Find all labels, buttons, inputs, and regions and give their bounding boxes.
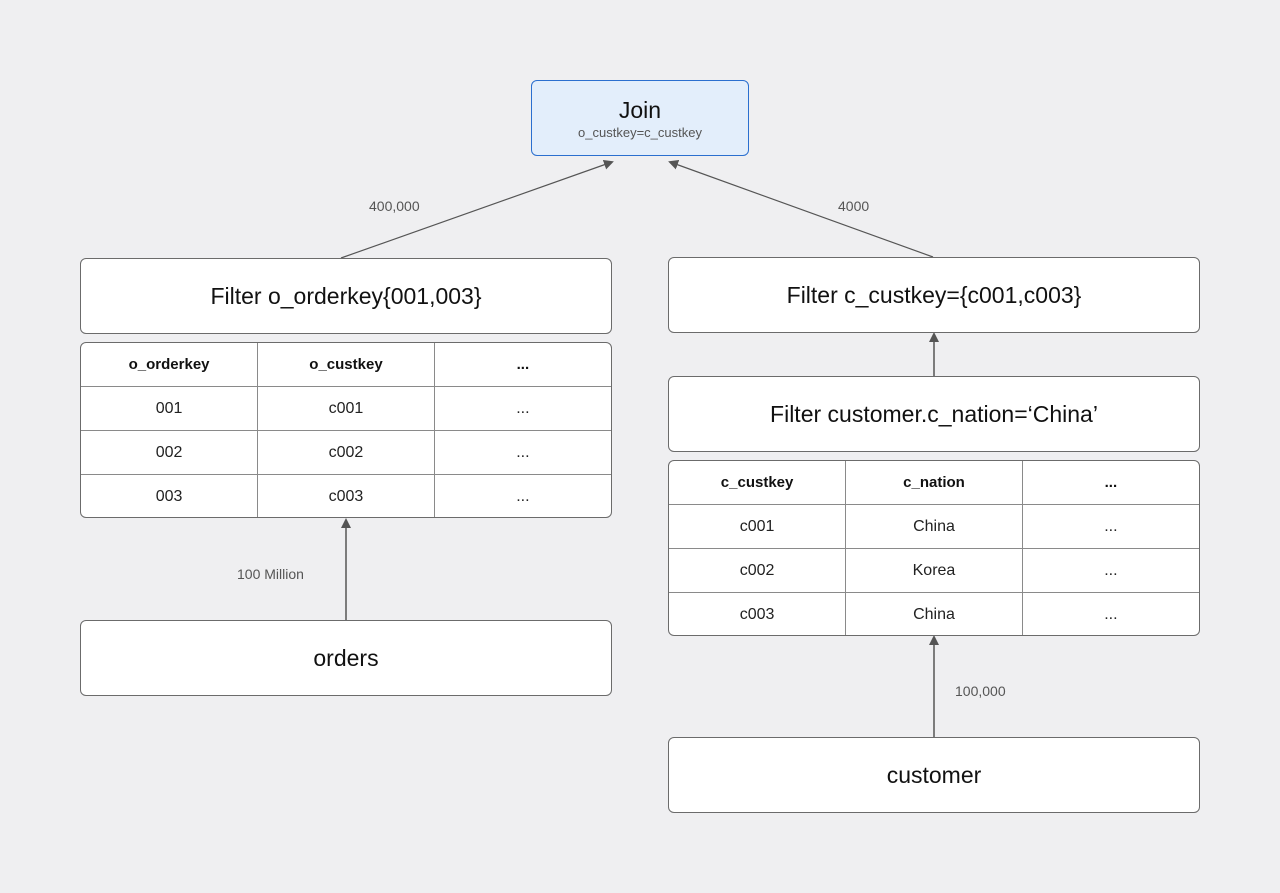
table-row: c003 China ... (669, 592, 1199, 635)
edge-right-filter-to-join (668, 160, 934, 258)
table-row: 003 c003 ... (81, 474, 611, 517)
orders-source-node[interactable]: orders (80, 620, 612, 696)
table-cell: c001 (257, 386, 435, 431)
table-cell: 002 (81, 430, 259, 475)
table-cell: c001 (669, 504, 847, 549)
table-cell: ... (434, 430, 611, 475)
table-cell: ... (1104, 605, 1118, 623)
customer-source-node[interactable]: customer (668, 737, 1200, 813)
edge-label-left-join: 400,000 (369, 198, 420, 214)
table-header-cell: ... (1022, 461, 1199, 505)
table-cell: c003 (669, 592, 847, 635)
edge-label-right-join: 4000 (838, 198, 870, 214)
table-header-cell: ... (434, 343, 611, 387)
table-cell: Korea (845, 548, 1023, 593)
table-header-row: c_custkey c_nation ... (669, 461, 1199, 505)
table-cell: China (845, 592, 1023, 635)
table-cell: ... (1022, 548, 1199, 593)
table-header-row: o_orderkey o_custkey ... (81, 343, 611, 387)
customer-table: c_custkey c_nation ... c001 China ... c0… (668, 460, 1200, 636)
table-row: c002 Korea ... (669, 548, 1199, 593)
table-cell: c003 (257, 474, 435, 517)
edge-label-orders: 100 Million (237, 566, 304, 582)
table-header-cell: c_custkey (669, 461, 847, 505)
table-cell: c002 (669, 548, 847, 593)
table-cell: 001 (81, 386, 259, 431)
edge-left-filter-to-join (340, 159, 614, 259)
filter-custkey-node[interactable]: Filter c_custkey={c001,c003} (668, 257, 1200, 333)
table-cell: c002 (257, 430, 435, 475)
join-title: Join (618, 96, 662, 123)
table-header-cell: c_nation (845, 461, 1023, 505)
table-cell: 003 (81, 474, 259, 517)
join-condition: o_custkey=c_custkey (578, 124, 702, 140)
table-header-cell: o_orderkey (81, 343, 259, 387)
table-cell: ... (516, 487, 530, 505)
edge-label-customer: 100,000 (955, 683, 1006, 699)
join-node[interactable]: Join o_custkey=c_custkey (531, 80, 749, 156)
filter-nation-node[interactable]: Filter customer.c_nation=‘China’ (668, 376, 1200, 452)
table-cell: China (845, 504, 1023, 549)
table-row: c001 China ... (669, 504, 1199, 549)
table-row: 002 c002 ... (81, 430, 611, 475)
filter-orderkey-node[interactable]: Filter o_orderkey{001,003} (80, 258, 612, 334)
table-cell: ... (1022, 504, 1199, 549)
orders-table: o_orderkey o_custkey ... 001 c001 ... 00… (80, 342, 612, 518)
table-header-cell: o_custkey (257, 343, 435, 387)
table-cell: ... (434, 386, 611, 431)
table-row: 001 c001 ... (81, 386, 611, 431)
